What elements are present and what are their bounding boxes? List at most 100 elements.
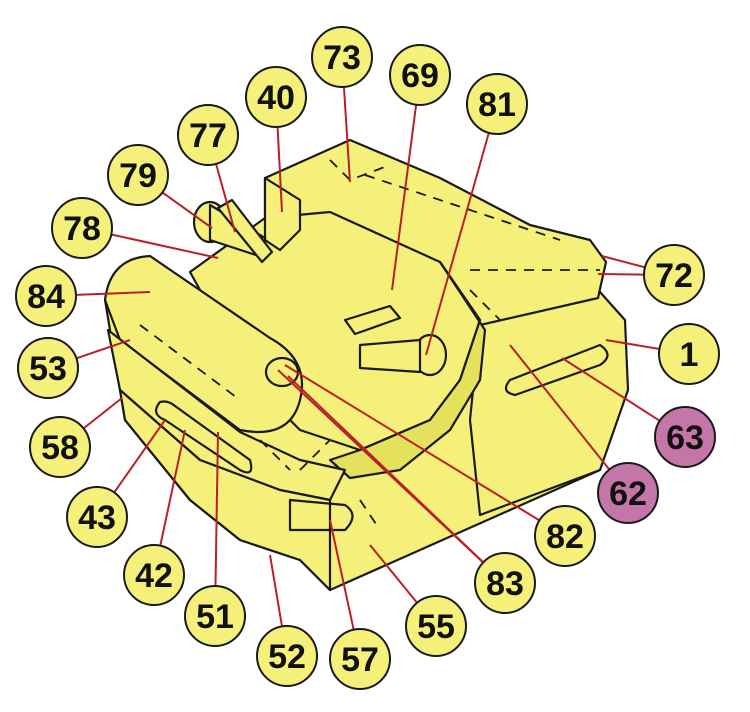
callout-circle xyxy=(123,544,185,606)
callout-label: 55 xyxy=(417,608,455,646)
callout-label: 42 xyxy=(135,557,173,595)
callout-circle xyxy=(597,462,659,524)
callout-label: 73 xyxy=(323,39,361,77)
callout-label: 79 xyxy=(119,157,157,195)
callout-51: 51 xyxy=(184,585,246,647)
leader-line xyxy=(76,339,131,360)
right-side-block xyxy=(468,290,630,517)
callout-circle xyxy=(256,625,318,687)
callout-77: 77 xyxy=(177,104,239,166)
callout-label: 84 xyxy=(27,278,65,316)
callout-69: 69 xyxy=(389,44,451,106)
callout-label: 1 xyxy=(680,336,699,374)
callout-73: 73 xyxy=(311,26,373,88)
callout-55: 55 xyxy=(405,595,467,657)
front-slot xyxy=(154,400,253,474)
callout-42: 42 xyxy=(123,544,185,606)
callout-label: 53 xyxy=(29,350,67,388)
callout-layer: 73 40 69 77 81 79 78 84 72 53 1 58 63 43… xyxy=(15,26,720,690)
leader-line xyxy=(391,104,418,291)
callout-72: 72 xyxy=(643,244,705,306)
leader-line xyxy=(509,344,611,471)
callout-label: 62 xyxy=(609,475,647,513)
callout-circle xyxy=(474,552,536,614)
leader-line xyxy=(111,233,219,259)
callout-circle xyxy=(245,66,307,128)
callout-circle xyxy=(311,26,373,88)
callout-circle xyxy=(29,416,91,478)
callout-circle xyxy=(17,337,79,399)
callout-circle xyxy=(15,265,77,327)
callout-52: 52 xyxy=(256,625,318,687)
assembly-drawing xyxy=(103,138,630,592)
callout-circle xyxy=(66,486,128,548)
callout-label: 77 xyxy=(189,117,227,155)
callout-62: 62 xyxy=(597,462,659,524)
callout-82: 82 xyxy=(534,505,596,567)
callout-53: 53 xyxy=(17,337,79,399)
callout-43: 43 xyxy=(66,486,128,548)
right-shaft xyxy=(358,338,422,374)
callout-circle xyxy=(107,144,169,206)
leader-line xyxy=(287,375,484,564)
callout-circle xyxy=(466,73,528,135)
leader-line xyxy=(215,163,236,233)
callout-circle xyxy=(658,323,720,385)
right-slot xyxy=(504,343,609,397)
callout-63: 63 xyxy=(654,406,716,468)
front-roller-cover xyxy=(103,254,304,434)
callout-label: 63 xyxy=(666,419,704,457)
leader-line xyxy=(329,519,355,630)
callout-79: 79 xyxy=(107,144,169,206)
callout-81: 81 xyxy=(466,73,528,135)
callout-circle xyxy=(51,197,113,259)
callout-circle xyxy=(177,104,239,166)
callout-label: 83 xyxy=(486,565,524,603)
leader-lines xyxy=(75,86,661,630)
callout-circle xyxy=(329,628,391,690)
callout-label: 72 xyxy=(655,257,693,295)
leader-line xyxy=(284,364,540,522)
leader-line xyxy=(82,397,123,430)
callout-84: 84 xyxy=(15,265,77,327)
dash-detail-lines xyxy=(139,159,600,531)
callout-40: 40 xyxy=(245,66,307,128)
callout-label: 43 xyxy=(78,499,116,537)
front-slot-lower xyxy=(288,498,354,532)
callout-label: 40 xyxy=(257,79,295,117)
leader-line xyxy=(605,339,660,350)
leader-line xyxy=(597,273,645,276)
callout-1: 1 xyxy=(658,323,720,385)
leader-line xyxy=(342,86,351,183)
leader-line xyxy=(276,126,283,213)
callout-circle xyxy=(184,585,246,647)
callout-circle xyxy=(389,44,451,106)
callout-label: 82 xyxy=(546,518,584,556)
callout-78: 78 xyxy=(51,197,113,259)
leader-line xyxy=(113,419,166,494)
callout-label: 78 xyxy=(63,210,101,248)
leader-line xyxy=(561,357,661,422)
right-shaft-bar xyxy=(343,304,402,336)
callout-58: 58 xyxy=(29,416,91,478)
leader-line xyxy=(601,255,646,269)
callout-circle xyxy=(534,505,596,567)
callout-83: 83 xyxy=(474,552,536,614)
callout-circle xyxy=(654,406,716,468)
callout-label: 58 xyxy=(41,429,79,467)
front-skirt xyxy=(118,388,332,592)
side-upright xyxy=(263,176,302,252)
leader-line xyxy=(75,291,151,296)
callout-circle xyxy=(405,595,467,657)
leader-line xyxy=(369,544,418,604)
callout-57: 57 xyxy=(329,628,391,690)
callout-label: 57 xyxy=(341,641,379,679)
callout-label: 51 xyxy=(196,598,234,636)
callout-circle xyxy=(643,244,705,306)
leader-line xyxy=(269,554,284,627)
callout-label: 69 xyxy=(401,57,439,95)
callout-label: 52 xyxy=(268,638,306,676)
leader-line xyxy=(214,431,219,587)
leader-line xyxy=(161,191,213,229)
